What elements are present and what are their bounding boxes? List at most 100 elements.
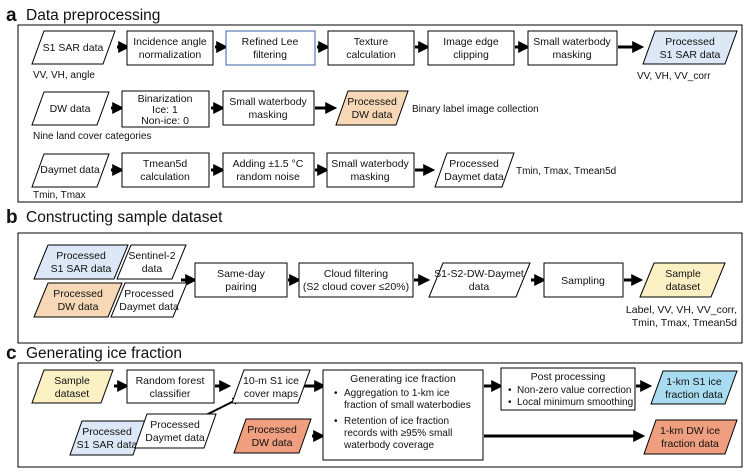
b-processed-dw-label-1: Processed (53, 288, 103, 300)
binarization-box (121, 90, 210, 128)
small-waterbody-masking-3-node: Small waterbody masking (326, 152, 415, 188)
c-processed-dw-label-1: Processed (247, 424, 297, 436)
b-sample-dataset-label-2: dataset (666, 281, 701, 293)
c-processed-s1-label-1: Processed (82, 426, 132, 438)
processed-daymet-caption: Tmin, Tmax, Tmean5d (516, 166, 616, 177)
section-a-frame (17, 24, 743, 203)
ice-cover-maps-label-1: 10-m S1 ice (243, 375, 299, 387)
b-processed-daymet-shape (110, 282, 188, 318)
processed-dw-shape (335, 90, 409, 126)
processed-daymet-node: Processed Daymet data (434, 152, 515, 188)
incidence-angle-node: Incidence angle normalization (126, 30, 214, 66)
image-edge-label-2: clipping (453, 49, 489, 61)
tmean-label-2: calculation (140, 171, 190, 183)
b-processed-daymet-node: Processed Daymet data (110, 282, 188, 318)
refined-lee-node: Refined Lee filtering (225, 30, 316, 66)
same-day-pairing-box (194, 262, 288, 298)
random-forest-label-2: classifier (150, 388, 191, 400)
tmean-node: Tmean5d calculation (121, 152, 210, 188)
section-c-title: Generating ice fraction (26, 345, 182, 362)
b-sentinel2-label-2: data (142, 263, 163, 275)
small-waterbody-masking-1-label-2: masking (552, 49, 591, 61)
binarization-label-2: Ice: 1 (152, 104, 178, 116)
incidence-angle-label-2: normalization (139, 49, 202, 61)
daymet-data-node: Daymet data (31, 153, 110, 188)
processed-daymet-label-2: Daymet data (444, 171, 504, 183)
small-waterbody-masking-3-label-2: masking (350, 171, 389, 183)
section-a-title: Data preprocessing (26, 7, 160, 24)
c-sample-dataset-shape (31, 369, 114, 404)
section-b-frame (17, 232, 743, 344)
processed-dw-caption: Binary label image collection (412, 104, 539, 115)
c-sample-dataset-label-2: dataset (55, 388, 90, 400)
merged-data-label-2: data (469, 281, 490, 293)
b-sentinel2-shape (116, 244, 187, 280)
b-sample-dataset-shape (639, 262, 726, 298)
c-processed-dw-label-2: DW data (252, 437, 293, 449)
gen-bullet-1-mark: • (334, 388, 338, 399)
b-sample-caption-2: Tmin, Tmax, Tmean5d (632, 317, 737, 329)
small-waterbody-masking-1-node: Small waterbody masking (527, 30, 618, 66)
section-b-letter: b (6, 207, 18, 228)
refined-lee-box (225, 30, 316, 66)
incidence-angle-box (126, 30, 214, 66)
out-s1-ice-fraction-label-2: fraction data (665, 389, 723, 401)
b-sentinel2-node: Sentinel-2 data (116, 244, 187, 280)
texture-box (327, 30, 415, 66)
c-processed-dw-shape (233, 418, 312, 454)
small-waterbody-masking-2-node: Small waterbody masking (222, 90, 315, 126)
processed-daymet-label-1: Processed (449, 158, 499, 170)
generating-ice-fraction-node: Generating ice fraction • Aggregation to… (322, 369, 484, 461)
texture-label-2: calculation (346, 49, 396, 61)
processed-dw-label-1: Processed (347, 96, 397, 108)
merged-data-node: S1-S2-DW-Daymet data (428, 262, 531, 298)
c-processed-s1-shape (69, 420, 146, 456)
dw-data-caption: Nine land cover categories (33, 131, 151, 142)
tmean-box (121, 152, 210, 188)
incidence-angle-label-1: Incidence angle (133, 36, 207, 48)
random-forest-box (126, 369, 215, 404)
post-bullet-2-mark: • (508, 397, 512, 408)
b-processed-s1-shape (33, 244, 129, 280)
processed-dw-label-2: DW data (352, 109, 393, 121)
s1-sar-data-shape (31, 30, 116, 65)
merged-data-shape (428, 262, 531, 298)
section-b-title: Constructing sample dataset (26, 209, 223, 226)
b-processed-s1-node: Processed S1 SAR data (33, 244, 129, 280)
binarization-node: Binarization Ice: 1 Non-ice: 0 (121, 90, 210, 128)
b-processed-daymet-label-2: Daymet data (119, 301, 179, 313)
small-waterbody-masking-2-label-2: masking (248, 109, 287, 121)
section-c-letter: c (6, 343, 17, 364)
cloud-filtering-box (298, 262, 414, 298)
out-dw-ice-fraction-node: 1-km DW ice fraction data (643, 419, 738, 455)
out-s1-ice-fraction-label-1: 1-km S1 ice (666, 376, 722, 388)
post-bullet-1: Non-zero value correction (517, 385, 632, 396)
cloud-filtering-node: Cloud filtering (S2 cloud cover ≤20%) (298, 262, 414, 298)
small-waterbody-masking-1-label-1: Small waterbody (533, 36, 611, 48)
ice-cover-maps-node: 10-m S1 ice cover maps (231, 369, 311, 404)
b-processed-dw-label-2: DW data (58, 301, 99, 313)
b-processed-s1-label-2: S1 SAR data (51, 263, 112, 275)
gen-bullet-2-line-1: Retention of ice fraction (344, 416, 449, 427)
c-processed-daymet-node: Processed Daymet data (134, 413, 217, 449)
small-waterbody-masking-2-box (222, 90, 315, 126)
image-edge-label-1: Image edge (443, 36, 499, 48)
section-a-arrows (111, 41, 645, 176)
processed-daymet-shape (434, 152, 515, 188)
post-processing-node: Post processing • Non-zero value correct… (500, 367, 636, 411)
dw-data-label: DW data (50, 103, 91, 115)
merged-data-label-1: S1-S2-DW-Daymet (434, 268, 524, 280)
small-waterbody-masking-3-label-1: Small waterbody (331, 158, 409, 170)
same-day-pairing-label-1: Same-day (217, 268, 266, 280)
c-processed-s1-label-2: S1 SAR data (77, 439, 138, 451)
ice-cover-maps-shape (231, 369, 311, 404)
gen-bullet-2-line-3: waterbody coverage (343, 440, 434, 451)
dw-data-node: DW data (31, 91, 110, 126)
cloud-filtering-label-2: (S2 cloud cover ≤20%) (303, 281, 409, 293)
gen-bullet-1-line-1: Aggregation to 1-km ice (344, 388, 450, 399)
random-forest-node: Random forest classifier (126, 369, 215, 404)
c-processed-daymet-shape (134, 413, 217, 449)
processed-s1-caption: VV, VH, VV_corr (637, 71, 711, 82)
section-a-letter: a (6, 5, 17, 26)
